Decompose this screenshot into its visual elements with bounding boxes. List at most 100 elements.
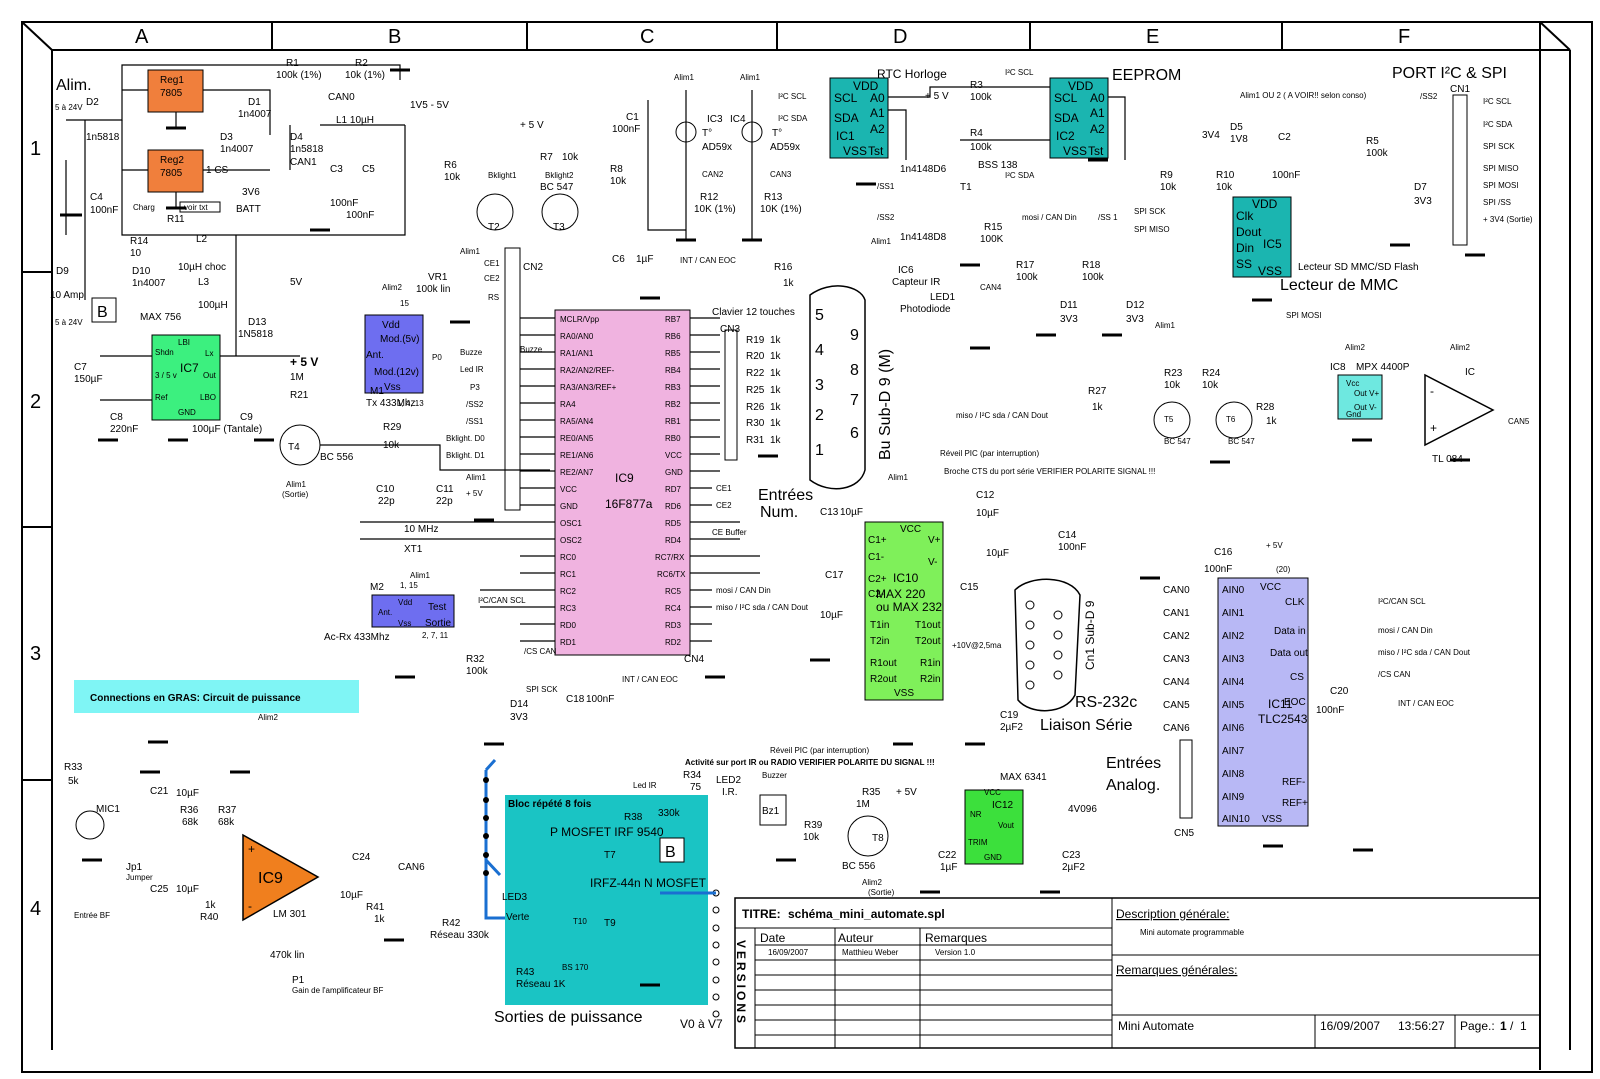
svg-text:R32: R32 xyxy=(466,654,485,665)
svg-text:RD1: RD1 xyxy=(560,638,577,647)
svg-text:100nF: 100nF xyxy=(586,694,614,705)
svg-text:B: B xyxy=(665,844,676,861)
activite-ir-note: Activité sur port IR ou RADIO VERIFIER P… xyxy=(685,758,935,767)
svg-text:10k: 10k xyxy=(1160,182,1177,193)
ic12-value: MAX 6341 xyxy=(1000,772,1047,783)
svg-text:R27: R27 xyxy=(1088,386,1107,397)
svg-text:10k: 10k xyxy=(1164,380,1181,391)
connexions-gras-box xyxy=(74,680,359,713)
footer-time: 13:56:27 xyxy=(1398,1019,1445,1033)
ic8-name: IC8 xyxy=(1330,362,1346,373)
svg-text:SPI MOSI: SPI MOSI xyxy=(1286,311,1322,320)
svg-text:T6: T6 xyxy=(1226,415,1236,424)
svg-text:CN5: CN5 xyxy=(1174,828,1194,839)
svg-text:1k: 1k xyxy=(374,914,386,925)
svg-text:INT / CAN EOC: INT / CAN EOC xyxy=(622,675,678,684)
svg-text:8: 8 xyxy=(850,362,859,379)
footer-name: Mini Automate xyxy=(1118,1019,1194,1033)
svg-text:RB1: RB1 xyxy=(665,417,681,426)
svg-text:T2: T2 xyxy=(488,222,500,233)
svg-text:/SS1: /SS1 xyxy=(466,417,484,426)
svg-text:+ 5 V: + 5 V xyxy=(925,91,949,102)
svg-text:R2in: R2in xyxy=(920,674,941,685)
column-labels: A B C D E F xyxy=(135,26,1410,48)
svg-text:100µH: 100µH xyxy=(198,300,228,311)
svg-text:22p: 22p xyxy=(378,496,395,507)
svg-text:/SS2: /SS2 xyxy=(1420,92,1438,101)
svg-text:RA3/AN3/REF+: RA3/AN3/REF+ xyxy=(560,383,617,392)
svg-text:Vcc: Vcc xyxy=(1346,379,1359,388)
svg-text:R15: R15 xyxy=(984,222,1003,233)
svg-text:AIN2: AIN2 xyxy=(1222,631,1245,642)
audio-section: Connections en GRAS: Circuit de puissanc… xyxy=(64,680,490,995)
svg-text:I²C SCL: I²C SCL xyxy=(778,92,807,101)
svg-text:C7: C7 xyxy=(74,362,87,373)
cn1-subd9-label: Cn1 Sub-D 9 xyxy=(1083,600,1097,670)
svg-text:Data out: Data out xyxy=(1270,648,1308,659)
ic9-mcu-box xyxy=(554,309,691,656)
svg-text:Shdn: Shdn xyxy=(155,348,174,357)
svg-text:1k: 1k xyxy=(770,368,782,379)
svg-text:1, 4, 13: 1, 4, 13 xyxy=(397,399,424,408)
svg-text:SPI SCK: SPI SCK xyxy=(1134,207,1166,216)
svg-text:I²C/CAN SCL: I²C/CAN SCL xyxy=(1378,597,1426,606)
versions-label: VERSIONS xyxy=(734,940,748,1026)
svg-text:Tst: Tst xyxy=(1088,144,1104,158)
ic7-name: IC7 xyxy=(180,361,199,375)
svg-text:voir txt: voir txt xyxy=(184,203,208,212)
svg-text:10µF: 10µF xyxy=(340,890,363,901)
footer-page: 1 xyxy=(1500,1019,1507,1033)
svg-text:1k: 1k xyxy=(770,418,782,429)
svg-text:100nF: 100nF xyxy=(612,124,640,135)
svg-text:C6: C6 xyxy=(612,254,625,265)
svg-text:C15: C15 xyxy=(960,582,979,593)
sorties-puissance-label: Sorties de puissance xyxy=(494,1009,643,1026)
svg-text:-: - xyxy=(248,899,252,913)
description-label: Description générale: xyxy=(1116,907,1229,921)
svg-text:P0: P0 xyxy=(432,353,442,362)
svg-text:A1: A1 xyxy=(870,106,885,120)
svg-text:C24: C24 xyxy=(352,852,371,863)
svg-text:LBI: LBI xyxy=(178,338,190,347)
svg-text:INT / CAN EOC: INT / CAN EOC xyxy=(1398,699,1454,708)
svg-text:D13: D13 xyxy=(248,317,267,328)
svg-text:R31: R31 xyxy=(746,435,765,446)
svg-text:+ 5V: + 5V xyxy=(466,489,483,498)
svg-text:10µH choc: 10µH choc xyxy=(178,262,226,273)
svg-text:AIN7: AIN7 xyxy=(1222,746,1245,757)
svg-text:C5: C5 xyxy=(362,164,375,175)
svg-text:V-: V- xyxy=(928,557,937,568)
svg-text:D9: D9 xyxy=(56,266,69,277)
ic11-value: TLC2543 xyxy=(1258,712,1308,726)
svg-text:GND: GND xyxy=(178,408,196,417)
svg-text:T8: T8 xyxy=(872,833,884,844)
svg-text:Réseau 330k: Réseau 330k xyxy=(430,930,490,941)
svg-text:RD5: RD5 xyxy=(665,519,682,528)
svg-text:+ 5 V: + 5 V xyxy=(290,355,318,369)
svg-text:P MOSFET IRF 9540: P MOSFET IRF 9540 xyxy=(550,825,664,839)
svg-text:Out V-: Out V- xyxy=(1354,403,1377,412)
svg-text:GND: GND xyxy=(665,468,683,477)
svg-text:C3: C3 xyxy=(330,164,343,175)
svg-text:T°: T° xyxy=(702,128,712,139)
svg-text:Gnd: Gnd xyxy=(1346,410,1361,419)
svg-text:100nF: 100nF xyxy=(1204,564,1232,575)
svg-text:Charg: Charg xyxy=(133,203,155,212)
svg-text:C8: C8 xyxy=(110,412,123,423)
svg-text:BC 547: BC 547 xyxy=(540,182,574,193)
svg-text:RD2: RD2 xyxy=(665,638,682,647)
svg-text:9: 9 xyxy=(850,327,859,344)
svg-text:3V6: 3V6 xyxy=(242,187,260,198)
svg-text:RD3: RD3 xyxy=(665,621,682,630)
footer-page-label: Page.: xyxy=(1460,1019,1495,1033)
svg-text:CAN5: CAN5 xyxy=(1163,700,1190,711)
svg-text:100k: 100k xyxy=(1366,148,1389,159)
svg-text:R23: R23 xyxy=(1164,368,1183,379)
lecteur-sd-label: Lecteur SD MMC/SD Flash xyxy=(1298,262,1419,273)
svg-text:C10: C10 xyxy=(376,484,395,495)
tl084-name: IC xyxy=(1465,367,1475,378)
svg-text:AIN8: AIN8 xyxy=(1222,769,1245,780)
ground-symbols xyxy=(60,68,1485,987)
